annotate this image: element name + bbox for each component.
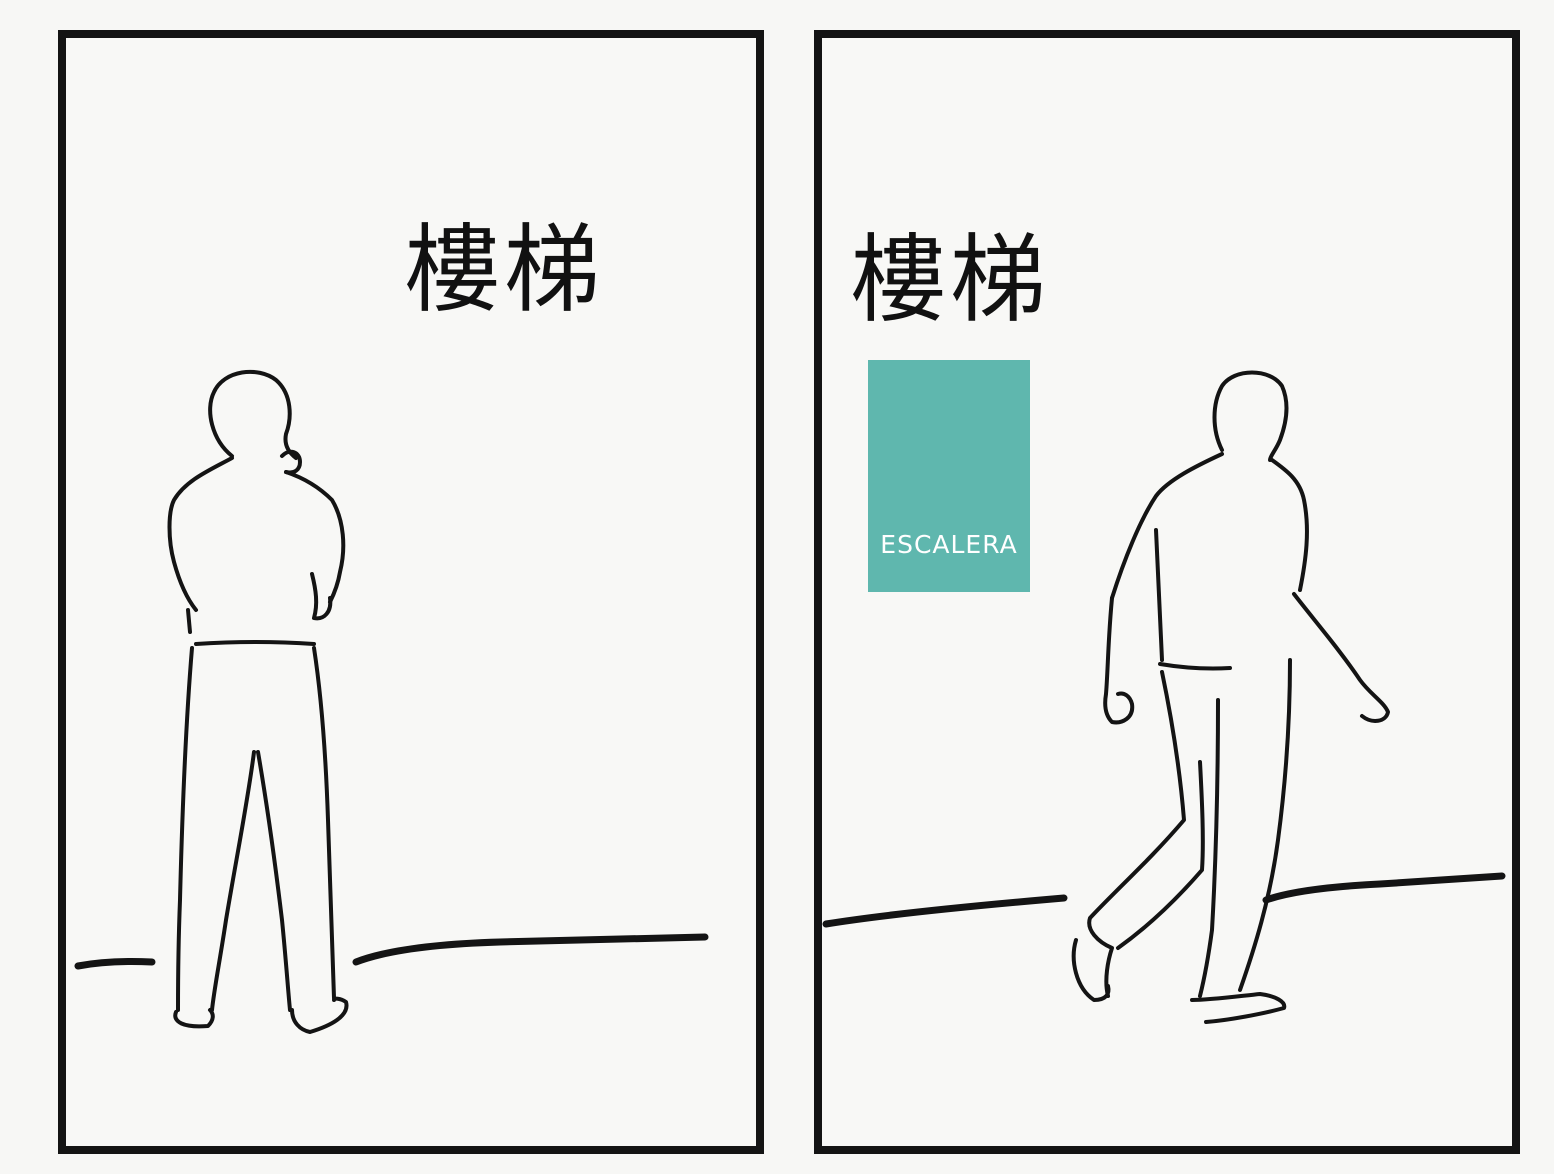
stairs-label-right: 樓梯 — [850, 224, 1050, 336]
stairs-label-left: 樓梯 — [404, 214, 604, 326]
stairs-sign-text: ESCALERA — [880, 530, 1018, 559]
stairs-sign: ESCALERA — [868, 360, 1030, 592]
comic-panel-left — [58, 30, 764, 1154]
comic-panel-right — [814, 30, 1520, 1154]
